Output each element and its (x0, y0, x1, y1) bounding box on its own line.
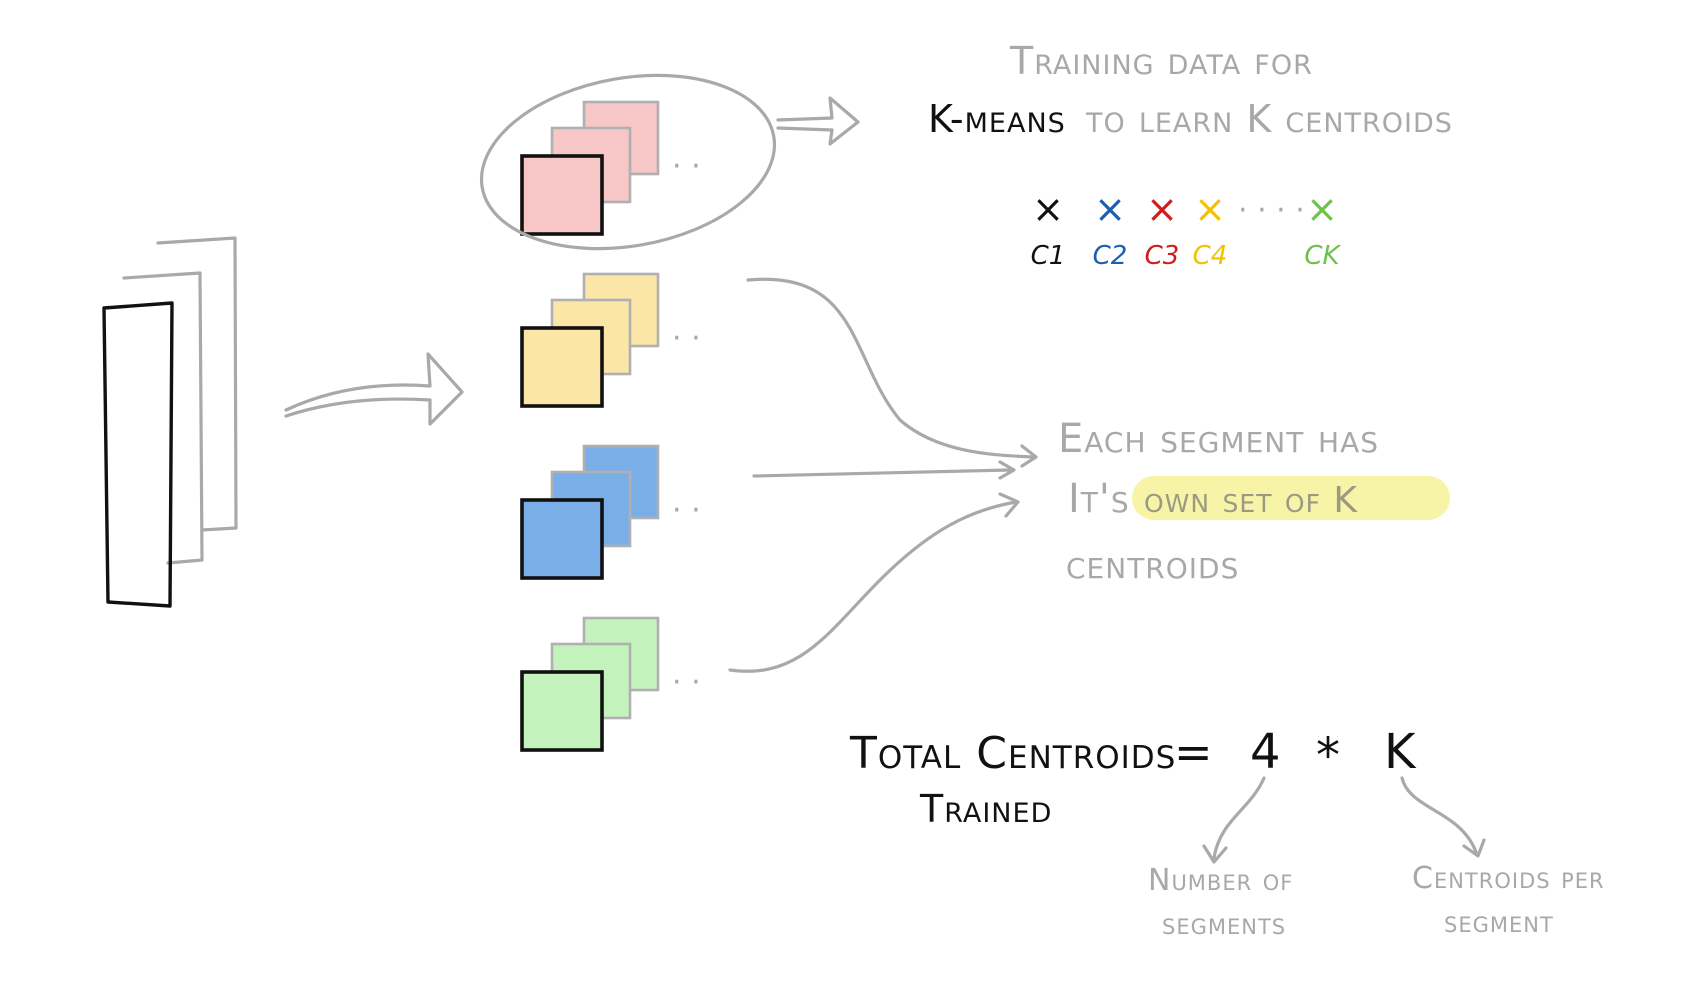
arrowhead-segment-3 (998, 460, 1016, 480)
annotation-factor2-line2: segment (1444, 905, 1554, 940)
annotation-factor1-line1: Number of (1148, 863, 1293, 898)
input-vector-middle (122, 271, 204, 565)
centroid-label-ck: CK (1304, 241, 1341, 271)
annotation-factor2-line1: Centroids per (1412, 861, 1605, 896)
formula-factor-segments: 4 (1250, 724, 1281, 780)
segment-3-dots: · · (672, 493, 701, 528)
arrowhead-k-note (1462, 838, 1486, 858)
centroid-label-c4: C4 (1193, 241, 1228, 271)
centroid-label-c1: C1 (1031, 241, 1066, 271)
formula-times: * (1316, 728, 1340, 784)
centroid-mark-c2: × (1094, 187, 1126, 231)
converging-arrows (728, 277, 1038, 673)
segment-2-dots: · · (672, 321, 701, 356)
split-arrow (284, 352, 464, 426)
segment-note-line2-highlight: own set of K (1144, 480, 1358, 521)
arrowhead-segment-4 (998, 492, 1020, 518)
input-vector-stack (102, 236, 238, 608)
segment-3-stack: · · (520, 444, 701, 580)
training-arrow (776, 96, 860, 146)
training-note-line2: to learn K centroids (1085, 97, 1453, 141)
formula-equals: = (1174, 725, 1213, 779)
centroid-ellipsis: · · · · (1238, 193, 1305, 228)
arrow-to-k-note (1400, 776, 1478, 854)
segment-stacks: · · · · · · · · (520, 100, 701, 752)
centroid-label-c3: C3 (1145, 241, 1180, 271)
segment-2-square-front (520, 326, 604, 408)
segment-note-line1: Each segment has (1058, 416, 1379, 462)
segment-4-dots: · · (672, 665, 701, 700)
segment-note-line2-pre: It's (1068, 476, 1130, 522)
arrow-from-segment-2 (746, 277, 1034, 459)
training-selection-ellipse (479, 73, 777, 251)
segment-4-square-front (520, 670, 604, 752)
centroid-mark-c3: × (1146, 187, 1178, 231)
centroid-mark-c1: × (1032, 187, 1064, 231)
segment-2-stack: · · (520, 272, 701, 408)
centroid-marks: × C1 × C2 × C3 × C4 × CK (1031, 187, 1342, 271)
training-note-line1: Training data for (1009, 39, 1313, 83)
formula-factor-k: K (1384, 724, 1417, 780)
segment-note-highlight (1132, 476, 1450, 520)
formula-lhs-line2: Trained (919, 787, 1052, 831)
segment-1-dots: · · (672, 149, 701, 184)
arrow-to-segments-note (1212, 776, 1266, 860)
centroid-label-c2: C2 (1093, 241, 1128, 271)
segment-1-square-front (520, 154, 604, 236)
input-vector-front (102, 301, 174, 608)
training-note-kmeans: K-means (928, 97, 1066, 141)
arrow-from-segment-3 (752, 468, 1012, 478)
arrowhead-segments-note (1202, 844, 1228, 864)
annotation-factor1-line2: segments (1162, 907, 1286, 942)
segment-3-square-front (520, 498, 604, 580)
arrowhead-segment-2 (1020, 444, 1038, 468)
arrow-from-segment-4 (728, 500, 1018, 673)
centroid-mark-ck: × (1306, 187, 1338, 231)
segment-1-stack: · · (520, 100, 701, 236)
segment-note-line3: centroids (1066, 542, 1239, 588)
formula-lhs-line1: Total Centroids (849, 728, 1176, 779)
segment-4-stack: · · (520, 616, 701, 752)
input-vector-back (156, 236, 238, 532)
annotation-arrows (1202, 776, 1486, 864)
centroid-mark-c4: × (1194, 187, 1226, 231)
